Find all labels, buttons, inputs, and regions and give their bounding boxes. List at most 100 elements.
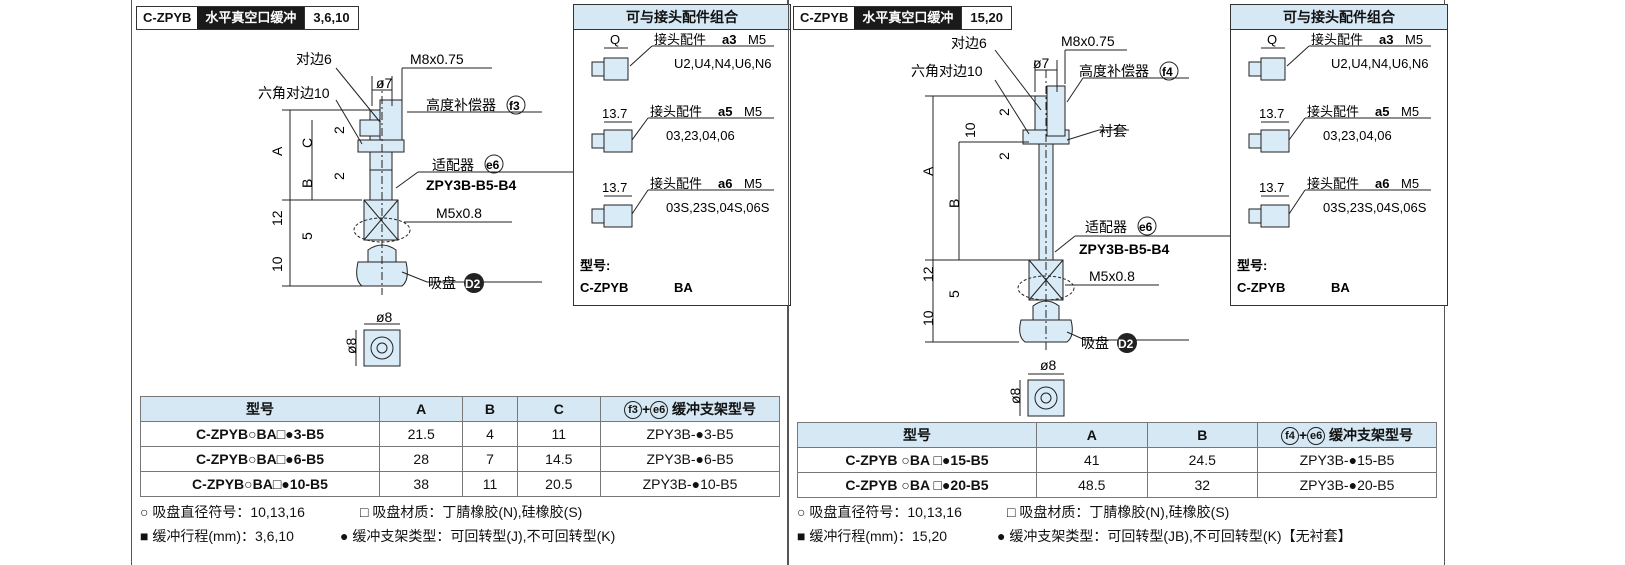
- left-note-2: □ 吸盘材质：丁腈橡胶(N),硅橡胶(S): [360, 504, 583, 520]
- left-cup-badge: [464, 273, 484, 293]
- left-comp-badge-text: f3: [509, 99, 520, 113]
- table-row: C-ZPYB○BA□●6-B5 28 7 14.5 ZPY3B-●6-B5: [140, 446, 780, 472]
- left-f1-opts: U2,U4,N4,U6,N6: [674, 56, 772, 71]
- right-sleeve-label: 衬套: [1099, 123, 1127, 139]
- left-f2-dim: 13.7: [602, 106, 627, 121]
- right-f1-label: 接头配件: [1311, 32, 1363, 47]
- left-c-label: C: [299, 138, 315, 148]
- right-f2-thread: M5: [1401, 104, 1419, 119]
- right-hex10-label: 六角对边10: [911, 63, 983, 79]
- left-f3-dim: 13.7: [602, 180, 627, 195]
- right-note-1: ○ 吸盘直径符号：10,13,16: [797, 504, 962, 520]
- left-header: C-ZPYB 水平真空口缓冲 3,6,10: [136, 6, 359, 30]
- right-header: C-ZPYB 水平真空口缓冲 15,20: [793, 6, 1012, 30]
- cell-part: ZPY3B-●6-B5: [600, 446, 780, 472]
- left-comp-badge: [506, 95, 526, 115]
- right-model-code: C-ZPYB: [1237, 280, 1285, 295]
- cell-b: 24.5: [1146, 447, 1258, 473]
- e6-badge: e6: [1307, 427, 1326, 446]
- left-hex10-label: 六角对边10: [258, 85, 330, 101]
- table-header-row: 型号 A B C f3+e6 缓冲支架型号: [140, 396, 780, 422]
- right-f3-opts: 03S,23S,04S,06S: [1323, 200, 1427, 215]
- left-header-name: 水平真空口缓冲: [197, 7, 305, 29]
- right-phi8-top: ø8: [1040, 357, 1057, 373]
- right-phi7-label: ø7: [1033, 55, 1050, 71]
- row-model-pre: C-ZPYB: [845, 477, 898, 493]
- cell-c: 14.5: [516, 446, 602, 472]
- cell-part: ZPY3B-●15-B5: [1257, 447, 1437, 473]
- cell-c: 20.5: [516, 471, 602, 497]
- right-d10-label: 10: [920, 310, 936, 326]
- left-b-label: B: [299, 179, 315, 188]
- left-f2-opts: 03,23,04,06: [666, 128, 735, 143]
- left-phi7-label: ø7: [376, 75, 393, 91]
- left-d5-label: 5: [299, 232, 315, 240]
- left-note-1: ○ 吸盘直径符号：10,13,16: [140, 504, 305, 520]
- right-f2-opts: 03,23,04,06: [1323, 128, 1392, 143]
- right-adapter-badge-text: e6: [1139, 220, 1153, 234]
- right-header-sizes: 15,20: [961, 7, 1011, 29]
- row-model-pre: C-ZPYB: [195, 451, 249, 467]
- left-f1-dim: Q: [610, 32, 620, 47]
- right-phi8-side: ø8: [1007, 387, 1023, 404]
- cell-a: 41: [1036, 447, 1148, 473]
- right-combo-fittings: Q 接头配件 a3 M5 U2,U4,N4,U6,N6 13.7 接头配件 a5…: [1237, 32, 1431, 295]
- left-header-sizes: 3,6,10: [304, 7, 358, 29]
- left-f3-label: 接头配件: [650, 176, 702, 191]
- left-drawing: 对边6 M8x0.75 ø7 六角对边10 高度补偿器 f3 A C 2 2 B…: [258, 51, 612, 367]
- th-b: B: [462, 396, 518, 422]
- left-spec-table: 型号 A B C f3+e6 缓冲支架型号 C-ZPYB○BA□●3-B5 21…: [140, 396, 780, 497]
- cell-part: ZPY3B-●20-B5: [1257, 472, 1437, 498]
- left-d2a-label: 2: [331, 126, 347, 134]
- right-f2-dim: 13.7: [1259, 106, 1284, 121]
- right-f1-opts: U2,U4,N4,U6,N6: [1331, 56, 1429, 71]
- right-part-label: ZPY3B-B5-B4: [1079, 241, 1169, 257]
- right-f1-badge: a3: [1379, 32, 1393, 47]
- right-note-2: □ 吸盘材质：丁腈橡胶(N),硅橡胶(S): [1007, 504, 1230, 520]
- left-comp-label: 高度补偿器: [426, 97, 496, 113]
- left-d12-label: 12: [269, 210, 285, 226]
- left-header-code: C-ZPYB: [137, 7, 198, 29]
- left-phi8-side: ø8: [343, 337, 359, 354]
- right-f2-badge: a5: [1375, 104, 1389, 119]
- left-note-4: ● 缓冲支架类型：可回转型(J),不可回转型(K): [340, 528, 616, 544]
- row-model-mid: BA: [909, 452, 930, 468]
- right-header-name: 水平真空口缓冲: [854, 7, 962, 29]
- left-a-label: A: [269, 146, 285, 156]
- left-hex6-label: 对边6: [296, 51, 332, 67]
- th-bracket: f4+e6 缓冲支架型号: [1257, 422, 1437, 448]
- right-cup-badge: [1117, 333, 1137, 353]
- left-f2-label: 接头配件: [650, 104, 702, 119]
- right-note-4: ● 缓冲支架类型：可回转型(JB),不可回转型(K)【无衬套】: [997, 528, 1352, 544]
- th-a: A: [378, 396, 464, 422]
- left-m5-label: M5x0.8: [436, 205, 482, 221]
- left-model-tail: BA: [674, 280, 693, 295]
- row-model-suf: 10-B5: [289, 476, 328, 492]
- table-row: C-ZPYB○BA□●10-B5 38 11 20.5 ZPY3B-●10-B5: [140, 471, 780, 497]
- th-bracket-label: 缓冲支架型号: [1329, 426, 1414, 443]
- cell-a: 28: [378, 446, 464, 472]
- table-header-row: 型号 A B f4+e6 缓冲支架型号: [797, 422, 1437, 448]
- right-m5-label: M5x0.8: [1089, 268, 1135, 284]
- row-model-pre: C-ZPYB: [845, 452, 898, 468]
- th-bracket: f3+e6 缓冲支架型号: [600, 396, 780, 422]
- left-combo-fittings: Q 接头配件 a3 M5 U2,U4,N4,U6,N6 13.7 接头配件 a5…: [580, 32, 774, 295]
- row-model-pre: C-ZPYB: [195, 426, 249, 442]
- right-f3-thread: M5: [1401, 176, 1419, 191]
- row-model-mid: BA: [909, 477, 930, 493]
- right-f3-dim: 13.7: [1259, 180, 1284, 195]
- right-cup-label: 吸盘: [1081, 335, 1109, 351]
- f3-badge: f3: [623, 401, 642, 420]
- right-combo-title: 可与接头配件组合: [1231, 5, 1447, 30]
- left-f1-thread: M5: [748, 32, 766, 47]
- e6-badge: e6: [650, 401, 669, 420]
- right-spec-table: 型号 A B f4+e6 缓冲支架型号 C-ZPYB ○BA □●15-B5 4…: [797, 422, 1437, 498]
- right-note-3: ■ 缓冲行程(mm)：15,20: [797, 528, 948, 544]
- right-d2b-label: 2: [996, 152, 1012, 160]
- left-f2-badge: a5: [718, 104, 732, 119]
- right-d5-label: 5: [946, 290, 962, 298]
- row-model-pre: C-ZPYB: [192, 476, 245, 492]
- left-m8-label: M8x0.75: [410, 51, 464, 67]
- right-b-label: B: [946, 199, 962, 208]
- left-f2-thread: M5: [744, 104, 762, 119]
